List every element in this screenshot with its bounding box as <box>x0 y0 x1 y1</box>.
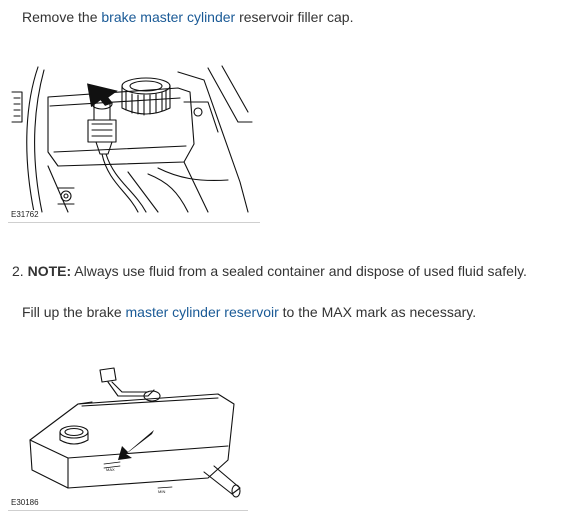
reservoir-max-illustration: MAX MIN <box>29 367 241 498</box>
step-1-suffix: reservoir filler cap. <box>235 9 354 25</box>
min-mark-label: MIN <box>158 489 165 494</box>
note-text: Always use fluid from a sealed container… <box>71 263 527 279</box>
figure-reservoir-cap: E31762 <box>8 62 260 223</box>
figure-1-id: E31762 <box>10 210 40 219</box>
step-1-prefix: Remove the <box>22 9 102 25</box>
reservoir-cap-illustration <box>11 65 253 213</box>
arrow-to-cap <box>87 83 118 108</box>
note-label: NOTE: <box>27 263 72 279</box>
step-2-body: Fill up the brake master cylinder reserv… <box>22 303 476 321</box>
step-2-prefix: Fill up the brake <box>22 304 126 320</box>
step-2-suffix: to the MAX mark as necessary. <box>278 304 477 320</box>
figure-2-id: E30186 <box>10 498 40 507</box>
max-mark-label: MAX <box>106 467 115 472</box>
brake-master-cylinder-link[interactable]: brake master cylinder <box>101 9 236 25</box>
step-2-note: 2. NOTE: Always use fluid from a sealed … <box>12 262 527 280</box>
master-cylinder-reservoir-link[interactable]: master cylinder reservoir <box>125 304 279 320</box>
step-2-number: 2. <box>12 263 24 279</box>
step-1-text: Remove the brake master cylinder reservo… <box>22 8 353 26</box>
figure-reservoir-max: MAX MIN E30186 <box>8 360 248 511</box>
arrow-to-max-mark <box>118 430 154 460</box>
